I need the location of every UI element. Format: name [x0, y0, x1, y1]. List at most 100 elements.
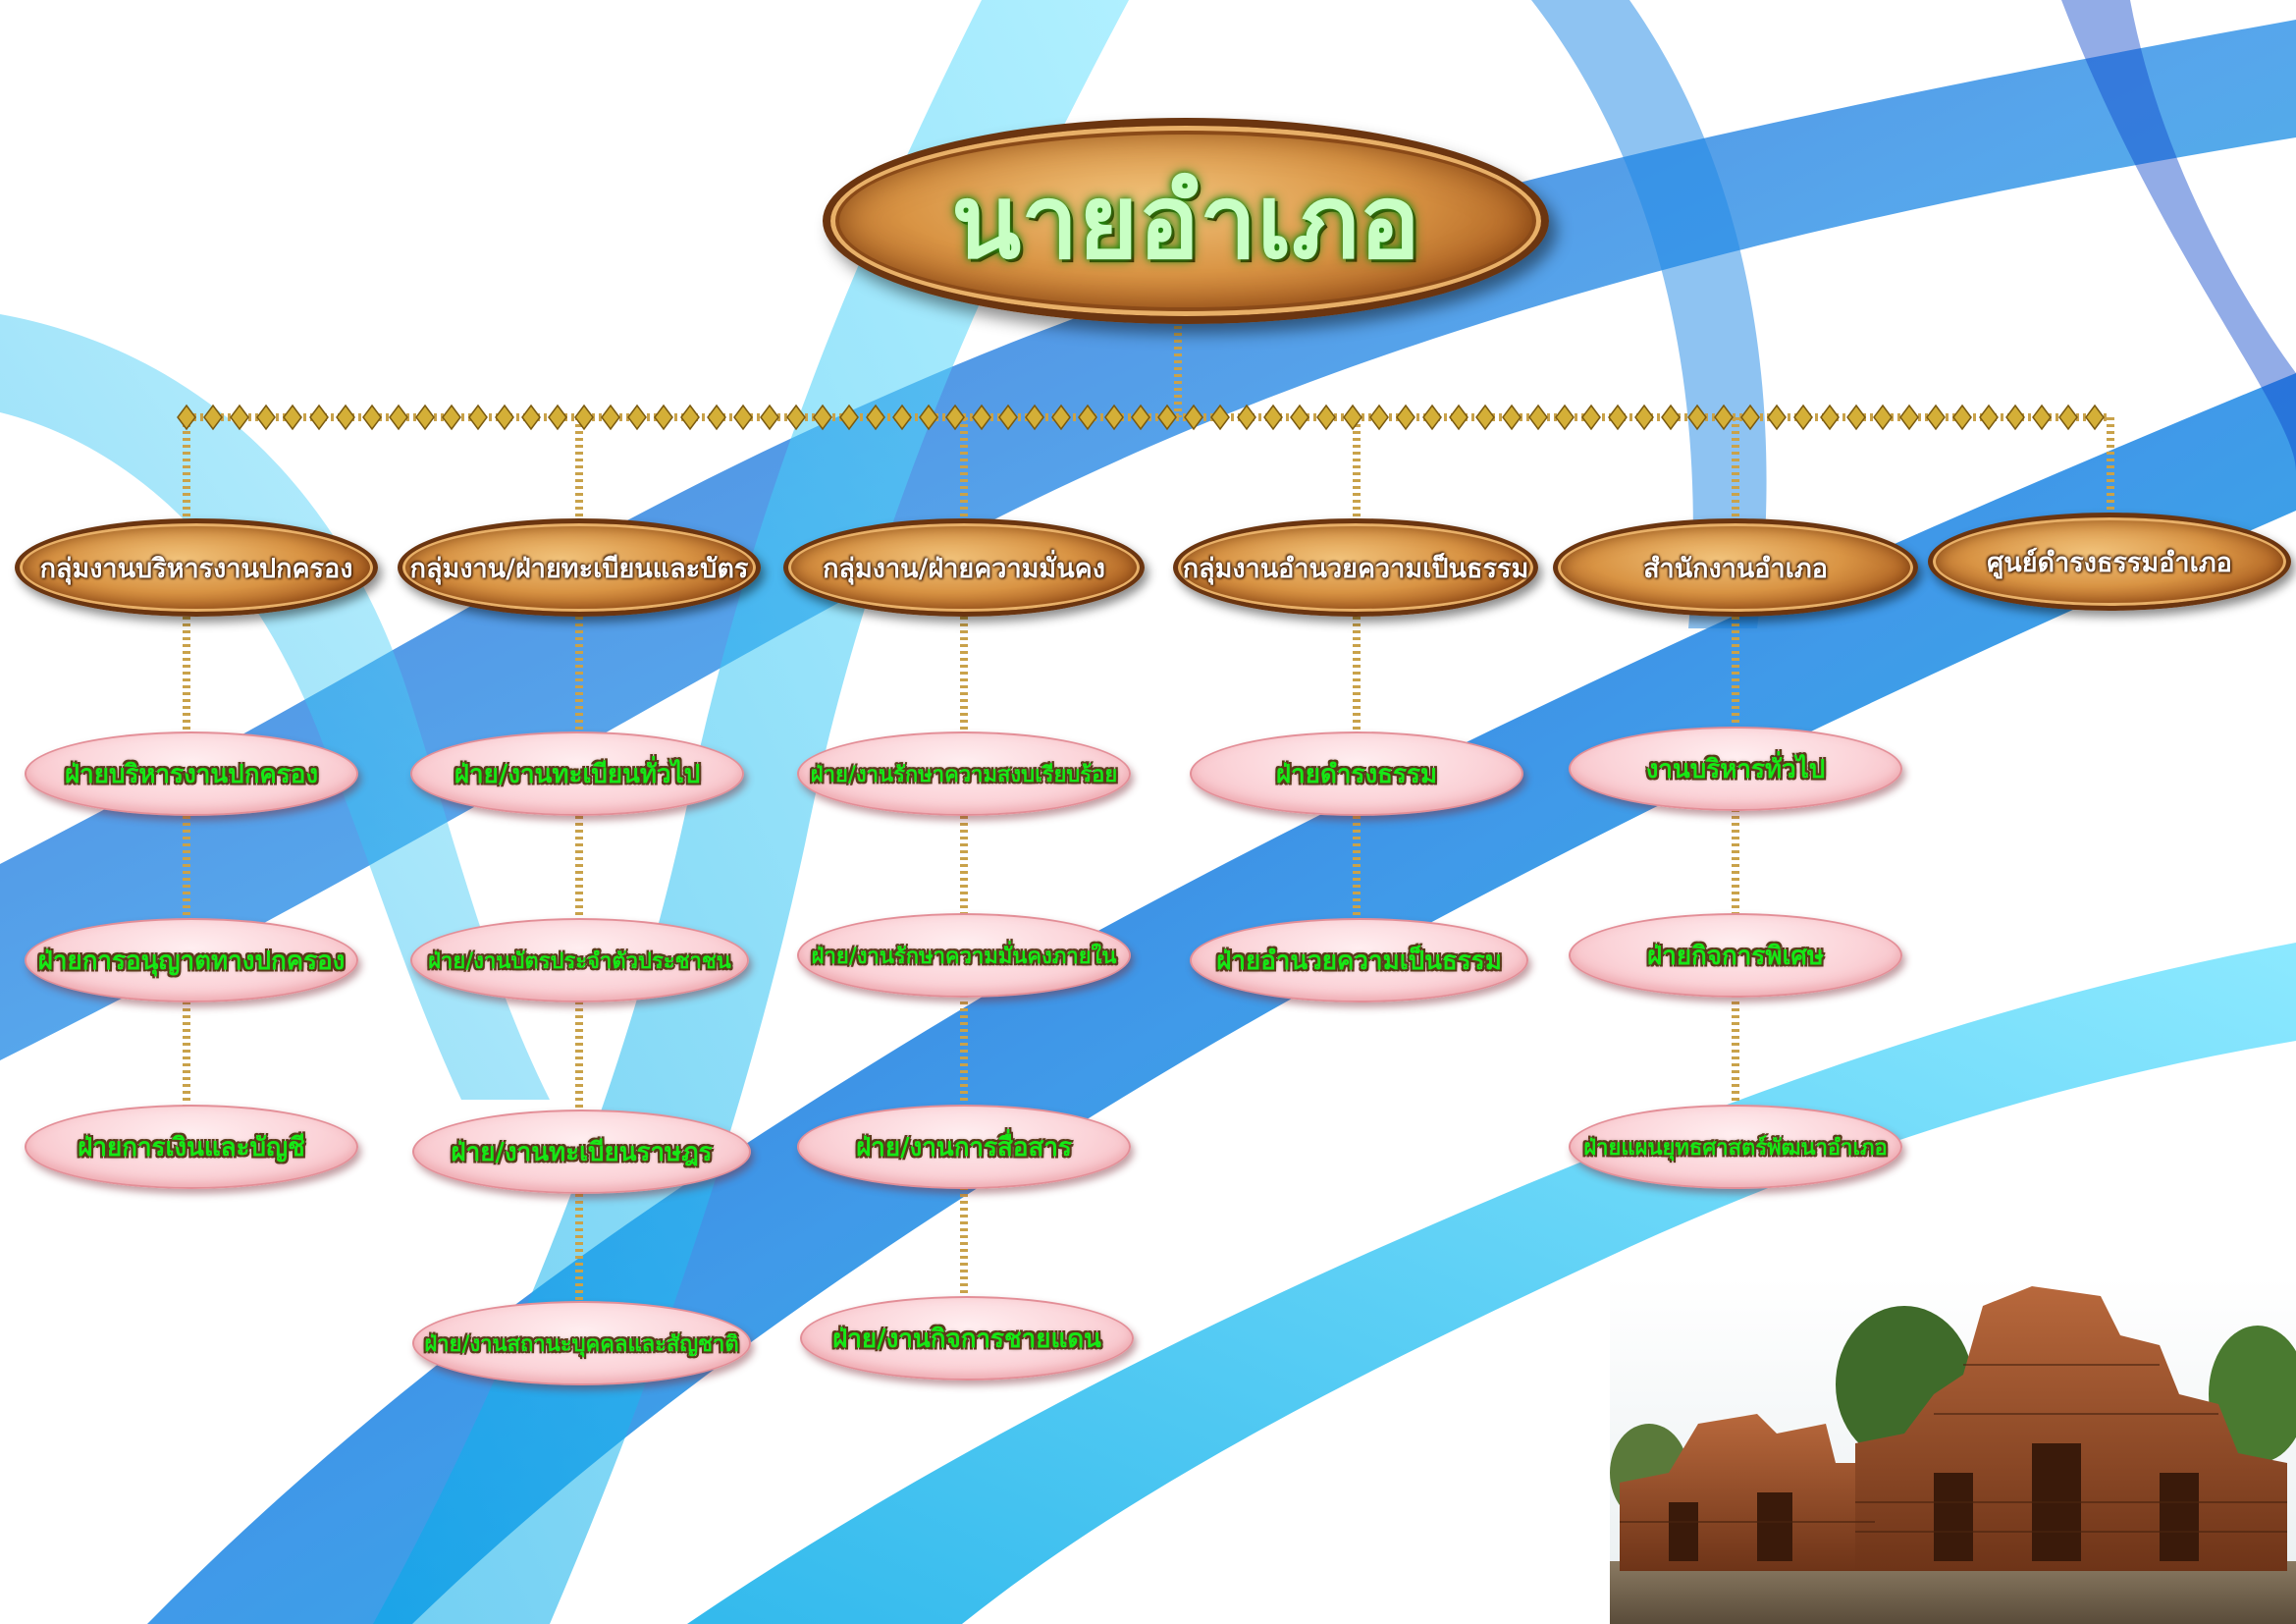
- group-label: กลุ่มงานอำนวยความเป็นธรรม: [1182, 553, 1529, 584]
- unit-pill: ฝ่าย/งานรักษาความมั่นคงภายใน: [797, 913, 1131, 998]
- chain-diamond: [760, 404, 779, 431]
- chain-diamond: [892, 404, 912, 431]
- unit-label: ฝ่าย/งานกิจการชายแดน: [832, 1324, 1101, 1354]
- group-label: สำนักงานอำเภอ: [1643, 553, 1828, 584]
- unit-pill: ฝ่ายบริหารงานปกครอง: [25, 731, 358, 816]
- unit-label: ฝ่ายการเงินและบัญชี: [78, 1132, 305, 1163]
- chain-diamond: [495, 404, 514, 431]
- chain-diamond: [362, 404, 382, 431]
- chain-diamond: [1369, 404, 1389, 431]
- chain-diamond: [1237, 404, 1256, 431]
- chain-diamond: [945, 404, 965, 431]
- chain-diamond: [1555, 404, 1575, 431]
- group-plaque-district-office: สำนักงานอำเภอ: [1553, 518, 1918, 617]
- unit-pill: ฝ่าย/งานสถานะบุคคลและสัญชาติ: [412, 1301, 751, 1385]
- chain-diamond: [998, 404, 1018, 431]
- chain-diamond: [1687, 404, 1707, 431]
- unit-pill: ฝ่าย/งานรักษาความสงบเรียบร้อย: [797, 731, 1131, 816]
- chain-diamond: [1899, 404, 1919, 431]
- unit-label: ฝ่าย/งานทะเบียนทั่วไป: [454, 759, 701, 789]
- chain-diamond: [1926, 404, 1946, 431]
- chain-diamond: [1952, 404, 1972, 431]
- group-plaque-justice: กลุ่มงานอำนวยความเป็นธรรม: [1173, 518, 1538, 617]
- unit-pill: ฝ่าย/งานทะเบียนราษฎร: [412, 1110, 751, 1194]
- chain-diamond: [1396, 404, 1415, 431]
- chain-diamond: [1767, 404, 1787, 431]
- group-plaque-security: กลุ่มงาน/ฝ่ายความมั่นคง: [783, 518, 1145, 617]
- chain-diamond: [1502, 404, 1522, 431]
- unit-pill: ฝ่ายการเงินและบัญชี: [25, 1105, 358, 1189]
- chain-diamond: [230, 404, 249, 431]
- chain-diamond: [2085, 404, 2105, 431]
- chain-diamond: [1979, 404, 1999, 431]
- unit-label: ฝ่าย/งานบัตรประจำตัวประชาชน: [428, 948, 731, 974]
- chain-diamond: [2005, 404, 2025, 431]
- unit-pill: ฝ่ายอำนวยความเป็นธรรม: [1190, 918, 1528, 1002]
- chain-diamond: [1263, 404, 1283, 431]
- group-label: กลุ่มงาน/ฝ่ายความมั่นคง: [823, 553, 1105, 584]
- chain-diamond: [1210, 404, 1230, 431]
- district-chief-plaque: นายอำเภอ: [823, 118, 1549, 324]
- chain-diamond: [1528, 404, 1548, 431]
- group-label: กลุ่มงานบริหารงานปกครอง: [39, 553, 353, 584]
- chain-diamond: [1131, 404, 1150, 431]
- chain-diamond: [813, 404, 832, 431]
- unit-label: ฝ่ายบริหารงานปกครอง: [64, 759, 319, 789]
- chain-diamond: [1157, 404, 1177, 431]
- chain-diamond: [707, 404, 726, 431]
- unit-label: ฝ่ายดำรงธรรม: [1275, 759, 1438, 789]
- chain-diamond: [601, 404, 620, 431]
- chain-diamond: [1104, 404, 1124, 431]
- group-plaque-admin: กลุ่มงานบริหารงานปกครอง: [15, 518, 378, 617]
- chain-diamond: [786, 404, 806, 431]
- group-plaque-registration: กลุ่มงาน/ฝ่ายทะเบียนและบัตร: [398, 518, 761, 617]
- chain-diamond: [415, 404, 435, 431]
- unit-label: ฝ่าย/งานรักษาความสงบเรียบร้อย: [810, 762, 1118, 787]
- chain-diamond: [627, 404, 647, 431]
- chain-diamond: [1608, 404, 1628, 431]
- chain-diamond: [468, 404, 488, 431]
- chain-diamond: [1846, 404, 1866, 431]
- chain-diamond: [2032, 404, 2052, 431]
- chain-diamond: [336, 404, 355, 431]
- chain-diamond: [203, 404, 223, 431]
- chain-diamond: [1581, 404, 1601, 431]
- unit-label: งานบริหารทั่วไป: [1645, 754, 1826, 785]
- chain-diamond: [733, 404, 753, 431]
- district-chief-title: นายอำเภอ: [951, 160, 1420, 282]
- temple-ruins-image: [1610, 1276, 2296, 1624]
- unit-label: ฝ่ายอำนวยความเป็นธรรม: [1216, 946, 1502, 976]
- chain-diamond: [654, 404, 673, 431]
- chain-diamond: [1740, 404, 1760, 431]
- chain-diamond: [972, 404, 991, 431]
- chain-diamond: [1422, 404, 1442, 431]
- chain-diamond: [1475, 404, 1495, 431]
- unit-pill: ฝ่ายกิจการพิเศษ: [1569, 913, 1902, 998]
- unit-label: ฝ่ายการอนุญาตทางปกครอง: [37, 946, 346, 976]
- unit-pill: ฝ่ายแผนยุทธศาสตร์พัฒนาอำเภอ: [1569, 1105, 1902, 1189]
- unit-pill: ฝ่าย/งานทะเบียนทั่วไป: [410, 731, 744, 816]
- chain-diamond: [548, 404, 567, 431]
- unit-label: ฝ่าย/งานการสื่อสาร: [856, 1132, 1072, 1163]
- unit-label: ฝ่าย/งานรักษาความมั่นคงภายใน: [811, 944, 1117, 969]
- group-plaque-damrongtham: ศูนย์ดำรงธรรมอำเภอ: [1928, 513, 2291, 611]
- unit-label: ฝ่าย/งานทะเบียนราษฎร: [451, 1137, 713, 1167]
- chain-diamond: [839, 404, 859, 431]
- chain-diamond: [1184, 404, 1203, 431]
- chain-diamond: [1290, 404, 1309, 431]
- chain-diamond: [442, 404, 461, 431]
- chain-diamond: [1793, 404, 1813, 431]
- chain-diamond: [2058, 404, 2078, 431]
- chain-diamond: [389, 404, 408, 431]
- chain-diamond: [680, 404, 700, 431]
- chain-diamond: [919, 404, 938, 431]
- unit-pill: ฝ่ายการอนุญาตทางปกครอง: [25, 918, 358, 1002]
- unit-label: ฝ่าย/งานสถานะบุคคลและสัญชาติ: [424, 1331, 739, 1357]
- unit-pill: ฝ่าย/งานบัตรประจำตัวประชาชน: [410, 918, 749, 1002]
- chain-diamond: [1343, 404, 1362, 431]
- chain-diamond: [283, 404, 302, 431]
- chain-diamond: [866, 404, 885, 431]
- unit-pill: ฝ่าย/งานการสื่อสาร: [797, 1105, 1131, 1189]
- unit-pill: งานบริหารทั่วไป: [1569, 727, 1902, 811]
